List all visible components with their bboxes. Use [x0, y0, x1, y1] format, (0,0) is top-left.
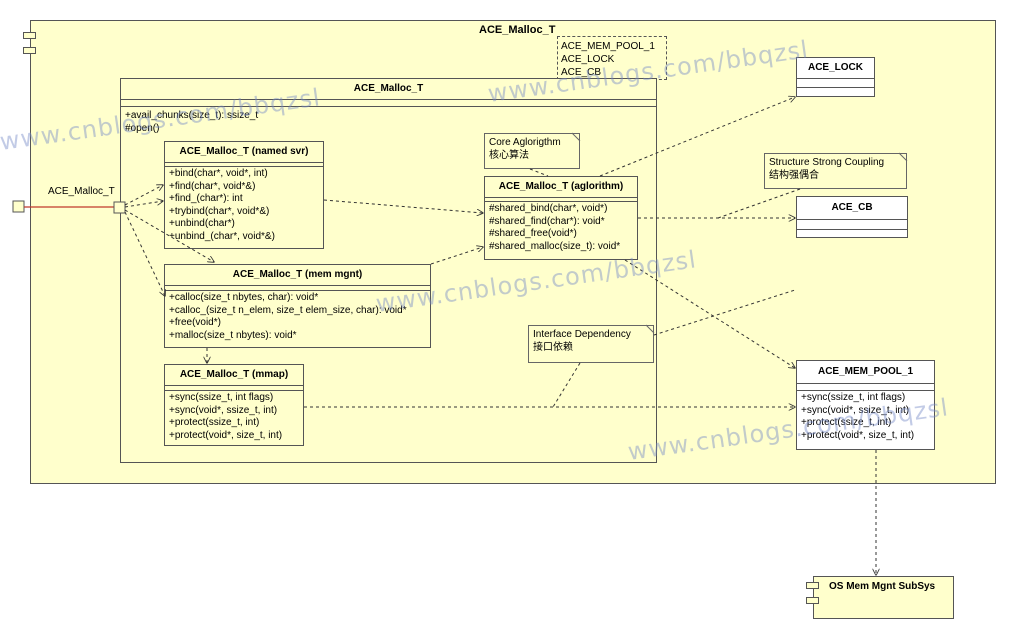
dep-port-named-svr: [124, 201, 163, 208]
op: +unbind(char*): [169, 218, 235, 229]
class-mem-pool-title: ACE_MEM_POOL_1: [817, 366, 914, 377]
inner-class-title: ACE_Malloc_T: [353, 83, 424, 94]
inner-class-ops: +avail_chunks(size_t): ssize_t #open(): [121, 107, 656, 136]
op: +trybind(char*, void*&): [169, 205, 270, 217]
class-algorithm-ops: #shared_bind(char*, void*) #shared_find(…: [485, 202, 637, 254]
note-dependency-anchor-2: [653, 289, 796, 336]
outer-component-title: ACE_Malloc_T: [479, 24, 556, 36]
class-mem-mgnt[interactable]: ACE_Malloc_T (mem mgnt) +calloc(size_t n…: [164, 264, 431, 348]
divider: [165, 162, 323, 166]
op: +sync(ssize_t, int flags): [169, 392, 274, 403]
op: #shared_bind(char*, void*): [489, 203, 608, 214]
op: +protect(ssize_t, int): [801, 417, 892, 428]
op: +bind(char*, void*, int): [169, 168, 268, 179]
template-param-1: ACE_MEM_POOL_1: [561, 41, 655, 52]
inner-op: +avail_chunks(size_t): ssize_t: [125, 110, 259, 121]
class-ace-cb-title: ACE_CB: [831, 202, 873, 213]
note-dependency-line2: 接口依赖: [533, 342, 573, 353]
op: #shared_free(void*): [489, 228, 577, 239]
op: +unbind_(char*, void*&): [169, 230, 275, 242]
divider: [165, 166, 323, 167]
op: #shared_find(char*): void*: [489, 215, 605, 227]
external-port[interactable]: [12, 200, 25, 213]
inner-class-op-divider: [121, 106, 656, 107]
note-dependency-anchor-1: [552, 362, 581, 408]
divider: [797, 87, 874, 88]
divider: [797, 390, 934, 391]
note-dependency-fold: [645, 324, 655, 334]
note-core-algorithm[interactable]: Core Aglorigthm 核心算法: [484, 133, 580, 169]
class-algorithm-title: ACE_Malloc_T (aglorithm): [498, 181, 624, 192]
divider: [797, 229, 907, 230]
template-param-3: ACE_CB: [561, 67, 602, 78]
divider: [165, 390, 303, 391]
class-mmap-title: ACE_Malloc_T (mmap): [179, 369, 289, 380]
op: +sync(ssize_t, int flags): [801, 392, 906, 403]
os-component-title: OS Mem Mgnt SubSys: [829, 581, 936, 592]
op: #shared_malloc(size_t): void*: [489, 240, 621, 252]
class-mmap-ops: +sync(ssize_t, int flags) +sync(void*, s…: [165, 391, 303, 443]
note-core-line1: Core Aglorigthm: [489, 137, 561, 148]
template-parameters: ACE_MEM_POOL_1 ACE_LOCK ACE_CB: [557, 36, 667, 80]
note-coupling-anchor: [717, 188, 801, 219]
dep-port-named-svr-2: [124, 185, 163, 206]
dep-algorithm-ace-lock: [599, 97, 795, 177]
divider: [797, 78, 874, 87]
dep-named-svr-algorithm: [323, 199, 483, 213]
note-core-line2: 核心算法: [489, 150, 529, 161]
class-named-svr-title: ACE_Malloc_T (named svr): [179, 146, 309, 157]
op: +calloc(size_t nbytes, char): void*: [169, 292, 319, 303]
class-ace-cb[interactable]: ACE_CB: [796, 196, 908, 238]
class-mem-mgnt-title: ACE_Malloc_T (mem mgnt): [232, 269, 363, 280]
inner-port[interactable]: [113, 201, 126, 214]
os-component-tab-top: [806, 582, 819, 589]
divider: [485, 197, 637, 201]
class-mem-pool-ops: +sync(ssize_t, int flags) +sync(void*, s…: [797, 391, 934, 443]
dep-port-mem-mgnt: [124, 209, 214, 262]
note-interface-dependency[interactable]: Interface Dependency 接口依赖: [528, 325, 654, 363]
class-algorithm[interactable]: ACE_Malloc_T (aglorithm) #shared_bind(ch…: [484, 176, 638, 260]
os-component-tab-bottom: [806, 597, 819, 604]
note-core-fold: [571, 132, 581, 142]
class-mmap[interactable]: ACE_Malloc_T (mmap) +sync(ssize_t, int f…: [164, 364, 304, 446]
dep-mem-mgnt-algorithm: [430, 247, 483, 265]
op: +free(void*): [169, 317, 221, 328]
op: +protect(void*, size_t, int): [169, 429, 283, 441]
class-mem-mgnt-ops: +calloc(size_t nbytes, char): void* +cal…: [165, 291, 430, 343]
class-ace-lock-title: ACE_LOCK: [807, 62, 863, 73]
op: +malloc(size_t nbytes): void*: [169, 329, 297, 341]
op: +protect(ssize_t, int): [169, 417, 260, 428]
note-coupling-fold: [898, 152, 908, 162]
divider: [165, 285, 430, 290]
op: +protect(void*, size_t, int): [801, 429, 915, 441]
template-param-2: ACE_LOCK: [561, 54, 615, 65]
op: +find(char*, void*&): [169, 180, 256, 192]
divider: [165, 385, 303, 390]
divider: [165, 290, 430, 291]
inner-op: #open(): [125, 123, 160, 134]
op: +sync(void*, ssize_t, int): [801, 404, 910, 416]
note-coupling-line2: 结构强偶合: [769, 170, 819, 181]
class-ace-mem-pool[interactable]: ACE_MEM_POOL_1 +sync(ssize_t, int flags)…: [796, 360, 935, 450]
divider: [485, 201, 637, 202]
outer-component-tab-top: [23, 32, 36, 39]
inner-class-attr-divider: [121, 99, 656, 106]
note-core-anchor: [529, 168, 549, 177]
note-strong-coupling[interactable]: Structure Strong Coupling 结构强偶合: [764, 153, 907, 189]
class-ace-lock[interactable]: ACE_LOCK: [796, 57, 875, 97]
note-dependency-line1: Interface Dependency: [533, 329, 631, 340]
op: +find_(char*): int: [169, 193, 243, 204]
op: +sync(void*, ssize_t, int): [169, 404, 278, 416]
note-coupling-line1: Structure Strong Coupling: [769, 157, 885, 168]
op: +calloc_(size_t n_elem, size_t elem_size…: [169, 304, 407, 316]
class-named-svr[interactable]: ACE_Malloc_T (named svr) +bind(char*, vo…: [164, 141, 324, 249]
class-named-svr-ops: +bind(char*, void*, int) +find(char*, vo…: [165, 167, 323, 244]
os-subsystem-component[interactable]: [813, 576, 954, 619]
dep-port-mem-mgnt-2: [124, 211, 165, 296]
divider: [797, 383, 934, 390]
divider: [797, 219, 907, 229]
outer-component-tab-bottom: [23, 47, 36, 54]
port-label: ACE_Malloc_T: [48, 186, 115, 197]
